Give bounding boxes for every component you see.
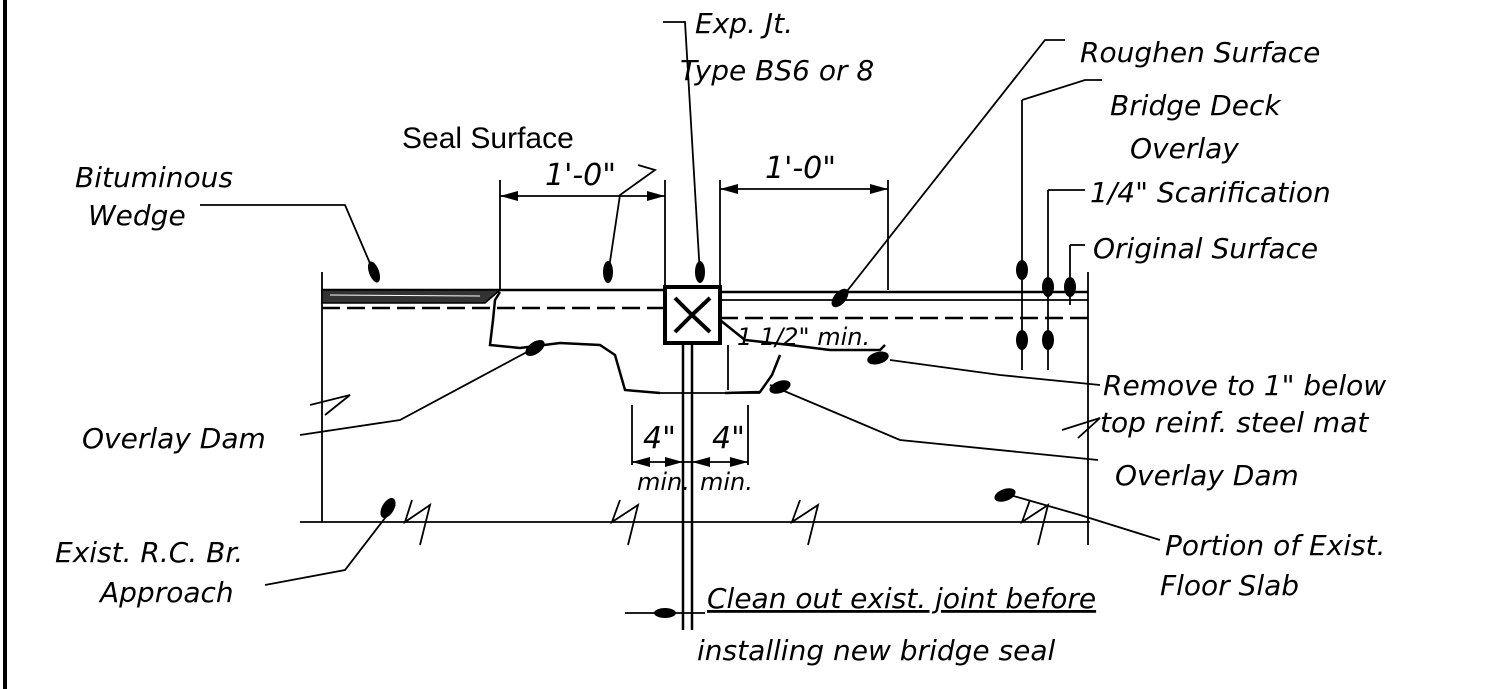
right-width-dim: 1'-0" (765, 151, 836, 186)
scarification-label: 1/4" Scarification (1090, 176, 1331, 209)
dimension-lines (499, 180, 889, 467)
exp-joint-label: Exp. Jt. (695, 7, 793, 40)
depth-min-dim: 1 1/2" min. (737, 323, 870, 351)
roughen-surface-label: Roughen Surface (1080, 36, 1320, 69)
bridge-deck-overlay-label: Overlay (1130, 132, 1239, 165)
remove-label: Remove to 1" below (1103, 369, 1386, 402)
exist-rc-label: Exist. R.C. Br. (55, 536, 243, 569)
wedge-label: Wedge (88, 199, 186, 232)
expansion-joint-seal (663, 285, 722, 630)
overlay-dam-right-label: Overlay Dam (1115, 459, 1299, 492)
approach-label: Approach (98, 576, 234, 609)
original-surface-label: Original Surface (1093, 232, 1318, 265)
left-width-dim: 1'-0" (545, 158, 616, 193)
leader-arrowheads (367, 261, 1016, 618)
exp-joint-type-label: Type BS6 or 8 (680, 54, 874, 87)
left-min-dim: min. (637, 468, 690, 496)
bituminous-wedge (321, 289, 503, 304)
left-four-inch-dim: 4" (643, 421, 676, 456)
bituminous-label: Bituminous (75, 161, 233, 194)
overlay-thickness-marks (1016, 100, 1076, 370)
break-lines (309, 394, 1101, 546)
installing-label: installing new bridge seal (697, 634, 1055, 667)
seal-surface-label: Seal Surface (402, 122, 574, 155)
floor-slab-label: Floor Slab (1160, 569, 1299, 602)
clean-out-label: Clean out exist. joint before (707, 582, 1096, 615)
right-min-dim: min. (700, 468, 753, 496)
bridge-deck-label: Bridge Deck (1110, 89, 1282, 122)
leader-lines (200, 21, 1161, 614)
top-reinf-label: top reinf. steel mat (1100, 406, 1369, 439)
overlay-dam-left-label: Overlay Dam (82, 422, 266, 455)
right-four-inch-dim: 4" (712, 421, 745, 456)
portion-label: Portion of Exist. (1165, 529, 1385, 562)
